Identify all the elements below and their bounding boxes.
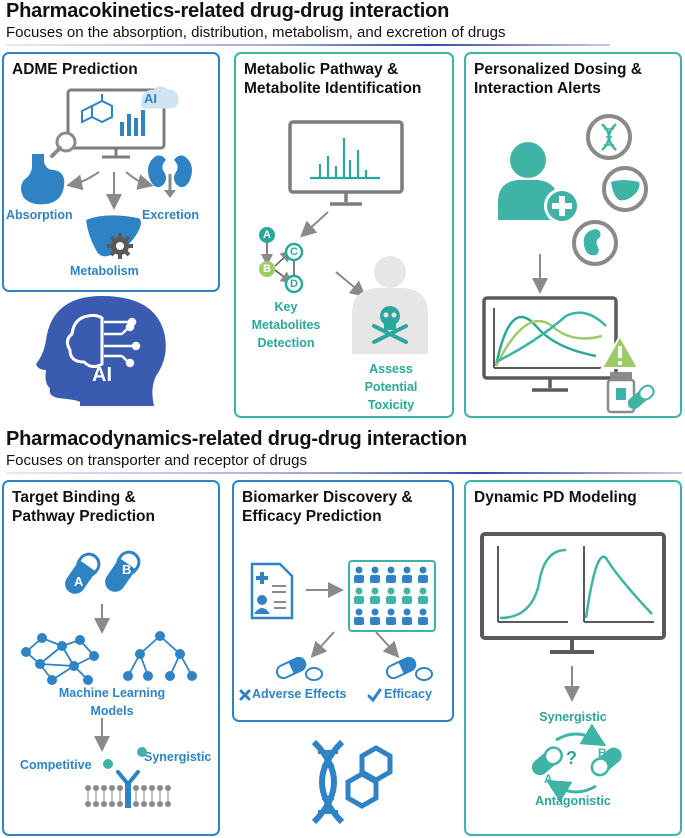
adverse-effects-label: Adverse Effects [252, 687, 347, 701]
cycle-question: ? [566, 748, 577, 768]
receptor-membrane-icon [85, 747, 171, 808]
stomach-icon [21, 154, 65, 205]
dna-circle-icon [586, 114, 632, 160]
target-panel-title-1: Target Binding & [12, 489, 136, 506]
metabolic-panel-title-2: Metabolite Identification [244, 80, 422, 97]
liver-circle-icon [602, 166, 648, 212]
pill-a-label: A [74, 574, 84, 589]
dynamic-arrow [564, 666, 580, 702]
dosing-panel-title-2: Interaction Alerts [474, 80, 601, 97]
synergistic-label: Synergistic [144, 750, 212, 764]
pd-synergistic-label: Synergistic [539, 710, 607, 724]
warning-icon [600, 333, 640, 369]
excretion-label: Excretion [142, 208, 199, 222]
detection-label-1: Key [274, 300, 298, 314]
absorption-label: Absorption [6, 208, 73, 222]
biomarker-panel: Biomarker Discovery & Efficacy Predictio… [232, 480, 454, 722]
detection-label-3: Detection [257, 336, 315, 350]
decision-tree-icon [123, 631, 197, 681]
ai-brain-head-icon [36, 296, 166, 406]
dynamic-pd-panel-title: Dynamic PD Modeling [474, 489, 637, 506]
liver-icon [86, 215, 141, 259]
node-a-label: A [263, 229, 271, 241]
drug-pills-icon [65, 550, 141, 594]
metabolism-label: Metabolism [70, 264, 139, 278]
pd-curve-monitor-icon [480, 532, 666, 654]
cross-icon [239, 689, 251, 701]
node-c-label: C [290, 246, 298, 258]
patient-icon [498, 142, 580, 224]
medical-record-icon [250, 562, 294, 620]
cycle-node-a: A [544, 772, 553, 786]
pd-antagonistic-label: Antagonistic [535, 794, 611, 808]
patient-cohort-icon [354, 566, 428, 625]
detection-label-2: Metabolites [251, 318, 321, 332]
adme-arrows [66, 171, 154, 210]
efficacy-pill-icon [385, 656, 433, 681]
interaction-cycle-icon [531, 723, 622, 803]
neural-network-icon [21, 633, 99, 685]
biomarker-panel-title-1: Biomarker Discovery & [242, 489, 413, 506]
node-d-label: D [290, 278, 298, 290]
metabolic-arrows [261, 211, 367, 298]
mass-spec-monitor-icon [288, 120, 404, 206]
dynamic-pd-panel: Dynamic PD Modeling Synergistic A B ? An… [464, 480, 682, 836]
adme-panel-title: ADME Prediction [12, 61, 138, 78]
dosing-arrow [532, 254, 548, 294]
metabolite-graph-icon [259, 227, 304, 294]
pd-section-subtitle: Focuses on transporter and receptor of d… [6, 452, 307, 469]
ai-badge: AI [144, 91, 157, 106]
adme-panel: ADME Prediction AI Absorption [2, 52, 220, 292]
dosing-panel-title-1: Personalized Dosing & [474, 61, 642, 78]
pk-curve-monitor-icon [482, 296, 618, 392]
adverse-pill-icon [275, 656, 323, 681]
pk-divider [6, 44, 610, 46]
node-b-label: B [263, 263, 271, 275]
check-icon [367, 688, 382, 703]
metabolic-panel-title-1: Metabolic Pathway & [244, 61, 399, 78]
cycle-node-b: B [598, 746, 607, 760]
competitive-label: Competitive [20, 758, 92, 772]
target-panel-title-2: Pathway Prediction [12, 508, 155, 525]
pill-b-label: B [122, 562, 132, 577]
dosing-panel: Personalized Dosing & Interaction Alerts [464, 52, 682, 418]
toxicity-label-2: Potential [364, 380, 418, 394]
pk-section-title: Pharmacokinetics-related drug-drug inter… [6, 0, 450, 22]
ai-monitor-icon [50, 86, 179, 159]
kidney-icon [148, 155, 192, 198]
ai-head-label: AI [92, 364, 112, 386]
kidney-circle-icon [572, 220, 618, 266]
biomarker-arrows [306, 582, 400, 658]
ml-label-2: Models [90, 704, 134, 718]
target-panel: Target Binding & Pathway Prediction A B [2, 480, 220, 836]
metabolic-panel: Metabolic Pathway & Metabolite Identific… [234, 52, 454, 418]
toxicity-label-1: Assess [369, 362, 413, 376]
pd-divider [6, 472, 682, 474]
toxicity-label-3: Toxicity [367, 398, 415, 412]
dna-molecule-icon [311, 739, 393, 825]
biomarker-panel-title-2: Efficacy Prediction [242, 508, 382, 525]
target-arrows [94, 604, 110, 752]
ml-label-1: Machine Learning [58, 686, 166, 700]
medication-icon [606, 372, 655, 414]
toxicity-body-icon [352, 256, 428, 354]
pd-section-title: Pharmacodynamics-related drug-drug inter… [6, 428, 467, 450]
efficacy-label: Efficacy [384, 687, 432, 701]
pk-section-subtitle: Focuses on the absorption, distribution,… [6, 24, 506, 41]
